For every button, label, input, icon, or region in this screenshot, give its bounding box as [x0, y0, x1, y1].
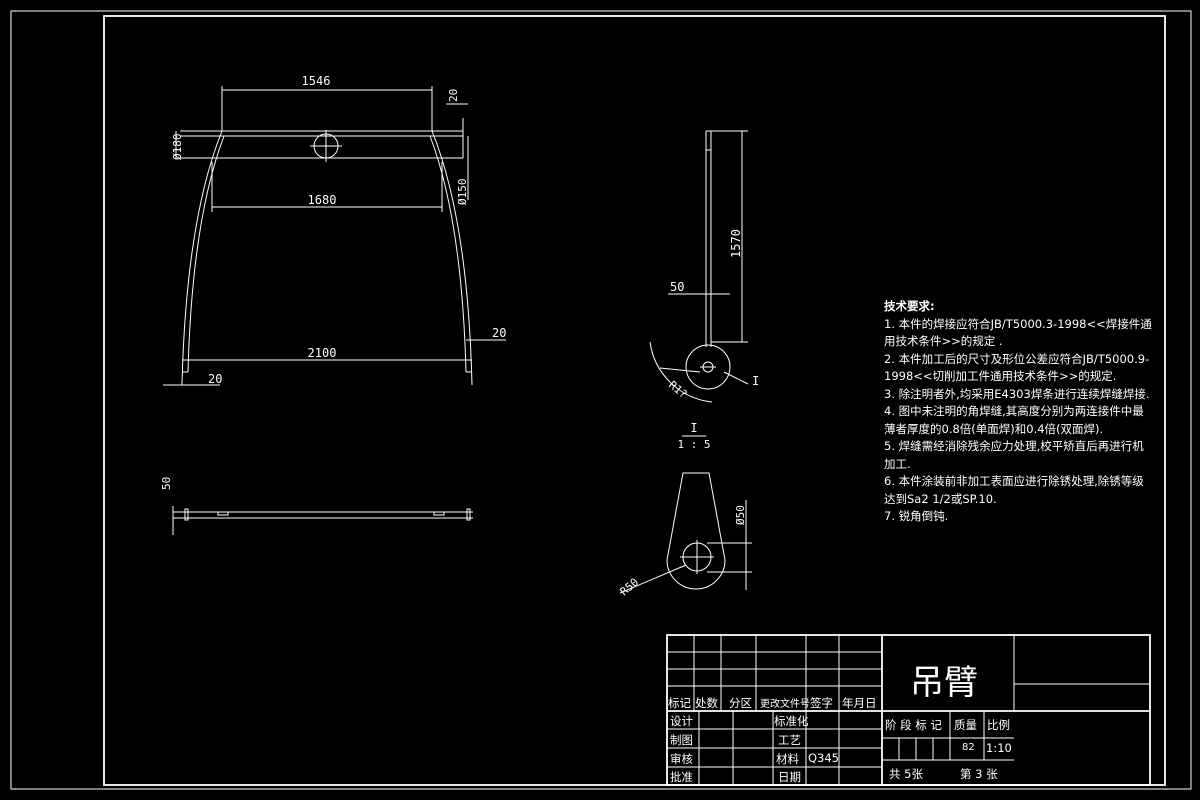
date-label: 日期: [778, 770, 801, 784]
dim-dia-150: Ø150: [456, 179, 469, 206]
mass-value: 82: [962, 742, 975, 753]
dim-edge-20-top: 20: [447, 89, 460, 102]
note-line: 3. 除注明者外,均采用E4303焊条进行连续焊缝焊接.: [884, 386, 1150, 401]
dim-mid-width: 1680: [308, 193, 337, 207]
note-line: 7. 锐角倒钝.: [884, 509, 949, 523]
dim-side-height: 1570: [729, 229, 743, 258]
note-line: 5. 焊缝需经消除残余应力处理,校平矫直后再进行机加工.: [884, 439, 1144, 471]
dim-top-width: 1546: [302, 74, 331, 88]
inner-frame: [103, 15, 1166, 786]
note-line: 6. 本件涂装前非加工表面应进行除锈处理,除锈等级达到Sa2 1/2或SP.10…: [884, 474, 1144, 506]
dim-edge-20-left: 20: [208, 372, 222, 386]
scale-header: 比例: [987, 718, 1010, 732]
notes-title: 技术要求:: [884, 299, 935, 313]
detail-dia: Ø50: [734, 505, 747, 525]
rev-header-zone: 分区: [729, 696, 752, 710]
side-lug: [685, 344, 731, 390]
note-line: 1. 本件的焊接应符合JB/T5000.3-1998<<焊接件通用技术条件>>的…: [884, 316, 1152, 349]
role-approve: 批准: [670, 770, 693, 784]
front-view: 1546 1680 2100 Ø180 Ø150 20 20 20: [163, 74, 506, 386]
technical-requirements: 技术要求: 1. 本件的焊接应符合JB/T5000.3-1998<<焊接件通用技…: [884, 298, 1154, 526]
stage-header: 阶 段 标 记: [885, 718, 942, 732]
detail-view: I 1 : 5 Ø50 R50: [618, 421, 752, 598]
dim-side-50: 50: [670, 280, 684, 294]
part-name: 吊臂: [910, 663, 978, 703]
rev-header-sign: 签字: [810, 696, 833, 710]
material-value: Q345: [808, 751, 840, 765]
dim-plan-50: 50: [160, 477, 173, 490]
material-label: 材料: [776, 752, 799, 766]
dim-dia-180: Ø180: [171, 134, 184, 161]
detail-mark: I: [690, 421, 697, 435]
role-draw: 制图: [670, 733, 693, 747]
note-line: 4. 图中未注明的角焊缝,其高度分别为两连接件中最薄者厚度的0.8倍(单面焊)和…: [884, 404, 1144, 436]
standardize-label: 标准化: [774, 714, 809, 728]
rev-header-docno: 更改文件号: [760, 699, 810, 710]
role-review: 审核: [670, 752, 693, 766]
scale-value: 1:10: [986, 741, 1012, 755]
dim-edge-20-right: 20: [492, 326, 506, 340]
sheet-number: 第 3 张: [960, 767, 998, 781]
dim-bottom-width: 2100: [308, 346, 337, 360]
detail-radius: R50: [618, 576, 642, 599]
note-line: 2. 本件加工后的尺寸及形位公差应符合JB/T5000.9-1998<<切削加工…: [884, 351, 1150, 384]
mass-header: 质量: [954, 718, 977, 732]
rev-header-date: 年月日: [842, 696, 877, 710]
side-view: 1570 50 R1? I: [649, 130, 759, 403]
process-label: 工艺: [778, 733, 801, 747]
sheets-total: 共 5张: [889, 767, 923, 781]
plan-view: 50: [160, 477, 473, 535]
role-design: 设计: [670, 714, 693, 728]
outer-frame: [10, 10, 1192, 790]
rev-header-mark: 标记: [668, 696, 691, 710]
title-block-grid: [666, 634, 1151, 786]
detail-leader-mark: I: [752, 374, 759, 388]
rev-header-count: 处数: [695, 696, 718, 710]
detail-scale: 1 : 5: [677, 438, 710, 451]
